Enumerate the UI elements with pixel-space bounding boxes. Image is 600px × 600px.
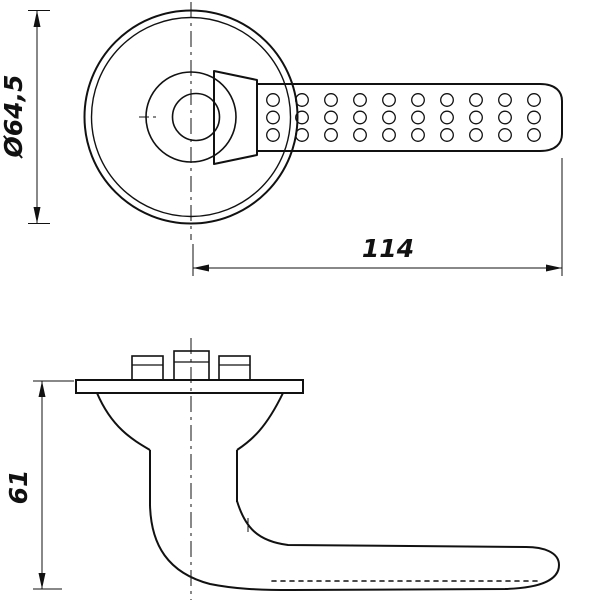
arrowhead-right [546, 264, 562, 272]
arrowhead-left [193, 264, 209, 272]
dimple [266, 110, 280, 125]
dimple [295, 128, 309, 142]
lever-grip-profile [149, 500, 560, 591]
dimple [324, 110, 338, 125]
neck-bell-left [96, 392, 151, 451]
fixing-bolt-right [218, 355, 251, 381]
spindle-boss-circle [171, 92, 221, 142]
dimple [469, 128, 483, 142]
dimension-diameter-label: Ø64,5 [0, 75, 28, 160]
dimple [440, 110, 454, 125]
handle-neck-circle [145, 71, 237, 163]
dimple-grid [266, 93, 541, 142]
dimple [498, 110, 512, 125]
rosette-bezel-circle [90, 16, 292, 218]
dimple [353, 93, 367, 107]
neck-bell-right [236, 392, 284, 451]
lever-base-plate [213, 70, 258, 165]
top-view [83, 2, 563, 240]
dimple [266, 93, 280, 107]
fixing-bolt-left [131, 355, 164, 381]
dimple [498, 93, 512, 107]
dimple [295, 110, 309, 125]
dimension-height: 61 [4, 380, 74, 590]
lever-bar-outline [257, 83, 563, 152]
dimple [324, 128, 338, 142]
dimple [382, 93, 396, 107]
arrowhead-down [33, 207, 41, 224]
dimple [353, 128, 367, 142]
arrowhead-up [38, 381, 46, 397]
dimple [469, 110, 483, 125]
dimple [440, 128, 454, 142]
dimple [527, 110, 541, 125]
dimension-length-label: 114 [362, 234, 414, 263]
arrowhead-down [38, 573, 46, 589]
dimple [266, 128, 280, 142]
dimple [411, 128, 425, 142]
dimple [295, 93, 309, 107]
rosette-outer-circle [83, 9, 299, 225]
side-view [75, 338, 560, 600]
dimple [411, 110, 425, 125]
dimple [353, 110, 367, 125]
dimple [382, 110, 396, 125]
dimple [469, 93, 483, 107]
dimple [411, 93, 425, 107]
dimension-length: 114 [192, 158, 563, 276]
dimple [440, 93, 454, 107]
rose-flange [75, 379, 304, 394]
dimple [527, 93, 541, 107]
dimension-diameter: Ø64,5 [0, 10, 50, 224]
dimple [498, 128, 512, 142]
arrowhead-up [33, 10, 41, 27]
dimple [324, 93, 338, 107]
dimple [527, 128, 541, 142]
dimple [382, 128, 396, 142]
dimension-height-label: 61 [4, 470, 33, 505]
